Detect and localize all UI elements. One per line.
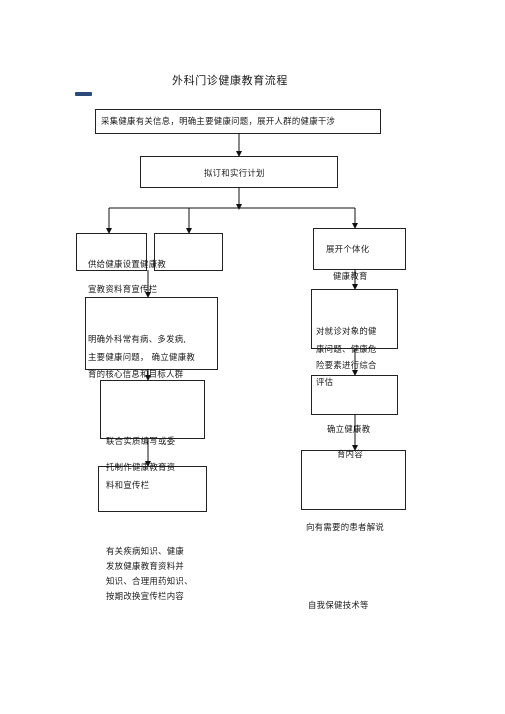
blue-marker-icon [75, 92, 92, 96]
bottom-text-line4: 按期改换宣传栏内容 [106, 591, 185, 601]
write-text-line1: 联合实质编写或委 [106, 436, 176, 446]
plan-text: 拟订和实行计划 [204, 168, 265, 178]
identify-text-line1: 明确外科常有病、多发病, [88, 334, 187, 344]
individual-text-line1: 展开个体化 [326, 244, 370, 254]
bottom-text-line3: 知识、合理用药知识、 [106, 576, 193, 586]
identify-issues-box [85, 297, 218, 370]
selfcare-text: 自我保健技术等 [308, 600, 369, 610]
write-text-line3: 料和宣传栏 [106, 480, 150, 490]
identify-text-line2: 主要健康问题， 确立健康教 [88, 352, 196, 362]
assess-text-line3: 险要素进行综合 [316, 360, 377, 370]
assess-text-line4: 评估 [316, 377, 334, 387]
provide-text-line2: 宣教资料育宣传栏 [88, 284, 158, 294]
collect-info-box [95, 109, 381, 134]
write-text-line2: 托制作健康教育资 [106, 462, 176, 472]
assess-text-line1: 对就诊对象的健 [316, 326, 377, 336]
write-materials-box [100, 380, 205, 439]
provide-text-line1: 供给健康设置健康教 [88, 259, 167, 269]
individual-education-box [313, 228, 406, 270]
content-text-line2: 育内容 [337, 449, 364, 459]
identify-text-line3: 育的核心信息和目标人群 [88, 369, 184, 379]
explain-text: 向有需要的患者解说 [306, 522, 385, 532]
column-materials-box [98, 466, 207, 512]
bottom-text-line2: 发放健康教育资料并 [106, 561, 185, 571]
assess-text-line2: 康问题、健康危 [316, 344, 377, 354]
bottom-text-line1: 有关疾病知识、健康 [106, 546, 185, 556]
individual-text-line2: 健康教育 [333, 271, 368, 281]
page-title: 外科门诊健康教育流程 [172, 74, 288, 87]
collect-info-text: 采集健康有关信息，明确主要健康问题，展开人群的健康干涉 [101, 116, 336, 126]
content-text-line1: 确立健康教 [327, 424, 371, 434]
